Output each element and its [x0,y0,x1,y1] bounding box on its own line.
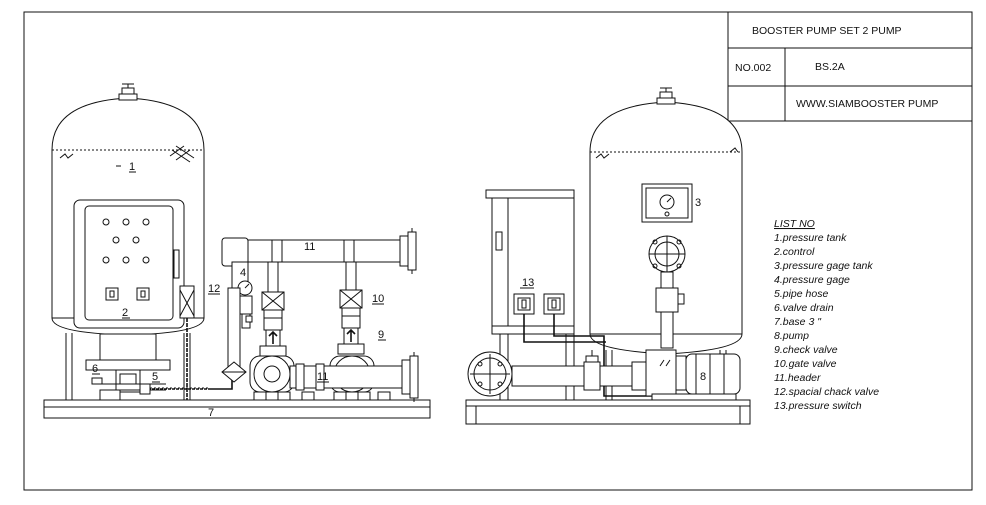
legend-heading: LIST NO [774,218,815,230]
callout-gage-tank: 3 [695,197,701,209]
callout-drain: 6 [92,363,98,375]
callout-special-check: 12 [208,283,220,295]
control-panel [73,199,185,329]
callout-gate: 10 [372,293,384,305]
legend-item: 1.pressure tank [774,232,847,244]
legend-item: 13.pressure switch [774,400,862,412]
switch-wire-1 [523,314,606,343]
callout-control: 2 [122,307,128,319]
special-check-valve [179,285,233,400]
side-suction-line [467,350,647,397]
side-pump [645,349,741,401]
legend-item: 11.header [774,372,821,384]
check-valve-2 [341,315,361,345]
callout-pump: 8 [700,371,706,383]
legend-item: 7.base 3 " [774,316,822,328]
discharge-pipe-left [221,287,247,383]
callout-check: 9 [378,329,384,341]
legend-item: 10.gate valve [774,358,837,370]
side-view: 3 8 13 [465,87,751,425]
title-block-code: BS.2A [815,61,845,73]
side-tank-outlet [648,235,686,349]
pressure-switch-1 [513,293,535,315]
parts-legend: LIST NO 1.pressure tank 2.control 3.pres… [773,218,879,412]
gate-valve-2 [339,289,363,317]
callout-switch: 13 [522,277,534,289]
base-frame [43,399,431,419]
callout-header-top: 11 [304,241,315,253]
legend-item: 3.pressure gage tank [774,260,873,272]
callout-header-bottom: 11 [317,371,328,383]
legend-item: 2.control [773,246,815,258]
gate-valve-1 [261,291,285,319]
front-view: 1 2 4 5 6 7 9 10 11 11 12 [43,83,431,419]
callout-base: 7 [208,407,214,419]
switch-wire-2 [553,314,662,397]
header-piping [221,228,417,295]
side-base-frame [465,399,751,425]
title-block-number: NO.002 [735,62,771,74]
legend-item: 12.spacial chack valve [774,386,879,398]
sheet-border [23,11,973,491]
title-block-title: BOOSTER PUMP SET 2 PUMP [752,25,902,37]
title-block: BOOSTER PUMP SET 2 PUMP NO.002 BS.2A WWW… [727,11,973,122]
base-feet [253,391,391,401]
pressure-switch-2 [543,293,565,315]
legend-item: 8.pump [774,330,809,342]
legend-item: 9.check valve [774,344,838,356]
legend-item: 5.pipe hose [774,288,828,300]
callout-tank: 1 [129,161,135,173]
callout-gage: 4 [240,267,246,279]
check-valve-1 [263,317,283,347]
callout-hose: 5 [152,371,158,383]
pressure-gage-tank [641,183,693,223]
legend-item: 6.valve drain [774,302,834,314]
title-block-website: WWW.SIAMBOOSTER PUMP [796,98,938,110]
legend-item: 4.pressure gage [774,274,850,286]
